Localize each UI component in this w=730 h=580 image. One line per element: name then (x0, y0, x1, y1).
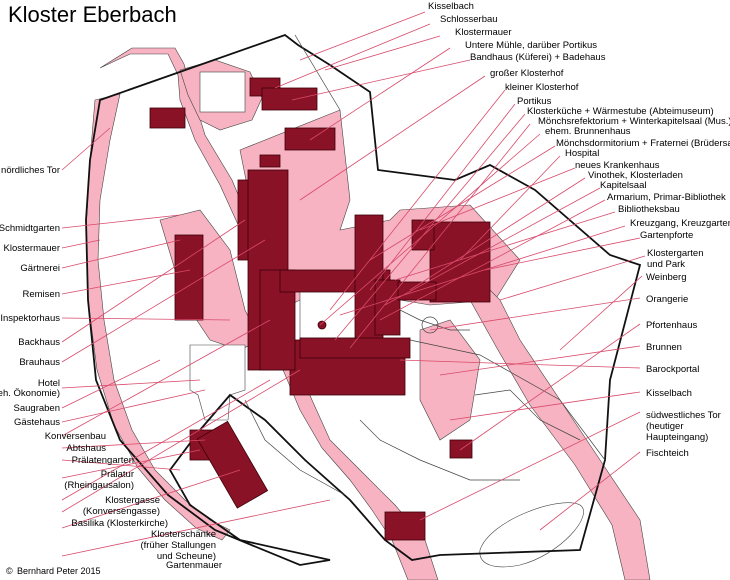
label-remisen: Remisen (23, 289, 61, 300)
label-orangerie: Orangerie (646, 294, 688, 305)
label-klosterkueche: Klosterküche + Wärmestube (Abteimuseum) (527, 106, 714, 117)
buildings (149, 77, 491, 541)
brunnen (317, 320, 327, 330)
label-praelatur: Prälatur(Rheingausalon) (64, 469, 134, 491)
path-3 (409, 339, 606, 461)
credit-text: Bernhard Peter 2015 (17, 566, 101, 576)
label-kisselbach-1: Kisselbach (428, 1, 474, 12)
leader-lines-right (274, 11, 646, 531)
label-gaertnerei: Gärtnerei (20, 263, 60, 274)
label-klostermauer-2: Klostermauer (4, 243, 61, 254)
label-kleiner-klosterhof: kleiner Klosterhof (505, 82, 579, 93)
building-refectory (299, 337, 411, 359)
label-brunnen: Brunnen (646, 342, 682, 353)
label-krankenhaus: neues Krankenhaus (575, 160, 660, 171)
label-backhaus: Backhaus (18, 337, 60, 348)
label-armarium: Armarium, Primar-Bibliothek (607, 192, 726, 203)
label-klostergasse: Klostergasse(Konversengasse) (83, 495, 160, 517)
label-abtshaus: Abtshaus (66, 443, 106, 454)
building-small-north (259, 154, 281, 168)
monastery-wall (85, 33, 642, 566)
label-portikus: Portikus (517, 96, 552, 107)
labels-right: Kisselbach Schlosserbau Klostermauer Unt… (428, 1, 730, 459)
label-inspektorhaus: Inspektorhaus (0, 313, 60, 324)
building-klosterschaenke (196, 420, 269, 509)
label-klostermauer: Klostermauer (455, 27, 512, 38)
label-konversenbau: Konversenbau (45, 431, 106, 442)
building-north-left (149, 107, 186, 129)
label-fischteich: Fischteich (646, 448, 689, 459)
building-south-gate (384, 511, 426, 541)
label-brauhaus: Brauhaus (19, 357, 60, 368)
label-gaestehaus: Gästehaus (14, 417, 60, 428)
label-hotel: Hotel(eh. Ökonomie) (0, 378, 60, 399)
label-untere-muehle: Untere Mühle, darüber Portikus (465, 40, 597, 51)
label-gartenmauer: Gartenmauer (166, 560, 222, 571)
label-kisselbach-2: Kisselbach (646, 388, 692, 399)
label-hospital: Hospital (565, 148, 599, 159)
label-bandhaus: Bandhaus (Küferei) + Badehaus (470, 52, 606, 63)
label-weinberg: Weinberg (646, 272, 687, 283)
building-hospital (429, 221, 491, 303)
label-vinothek: Vinothek, Klosterladen (588, 170, 683, 181)
path-5 (294, 34, 341, 111)
label-pfortenhaus: Pfortenhaus (646, 320, 697, 331)
paths (244, 34, 606, 496)
label-saugraben: Saugraben (14, 403, 60, 414)
credit-symbol: © (6, 566, 13, 576)
courts (189, 71, 584, 568)
label-kapitelsaal: Kapitelsaal (600, 180, 646, 191)
label-gartenpforte: Gartenpforte (640, 230, 693, 241)
south-courtyard (419, 319, 481, 441)
path-4 (359, 419, 520, 481)
label-grosser-klosterhof: großer Klosterhof (490, 68, 564, 79)
label-schlosserbau: Schlosserbau (440, 14, 498, 25)
map-title: Kloster Eberbach (8, 2, 177, 27)
north-courtyard (199, 71, 246, 113)
label-praelatengarten: Prälatengarten (72, 455, 134, 466)
building-bandhaus (261, 87, 318, 111)
label-barockportal: Barockportal (646, 364, 699, 375)
label-brunnenhaus: ehem. Brunnenhaus (545, 126, 631, 137)
label-bibliotheksbau: Bibliotheksbau (618, 204, 680, 215)
leader-lines-left (61, 127, 331, 557)
label-moenchsdormitorium: Mönchsdormitorium + Fraternei (Brüdersaa… (556, 138, 730, 149)
label-moenchsrefektorium: Mönchsrefektorium + Winterkapitelsaal (M… (538, 116, 730, 127)
label-kreuzgang: Kreuzgang, Kreuzgarten (630, 218, 730, 229)
fish-pond (479, 502, 584, 568)
label-basilika: Basilika (Klosterkirche) (71, 518, 168, 529)
path-6 (474, 389, 581, 441)
building-muehle (284, 127, 336, 151)
path-1 (244, 399, 346, 496)
labels-left: nördliches Tor Schmidtgarten Klostermaue… (0, 165, 222, 571)
garden-circle (421, 316, 439, 334)
hotel-block (189, 344, 246, 421)
label-schmidtgarten: Schmidtgarten (0, 223, 60, 234)
building-kapitelsaal (374, 279, 401, 336)
building-remisen (174, 234, 204, 321)
label-noerdliches-tor: nördliches Tor (1, 165, 60, 176)
